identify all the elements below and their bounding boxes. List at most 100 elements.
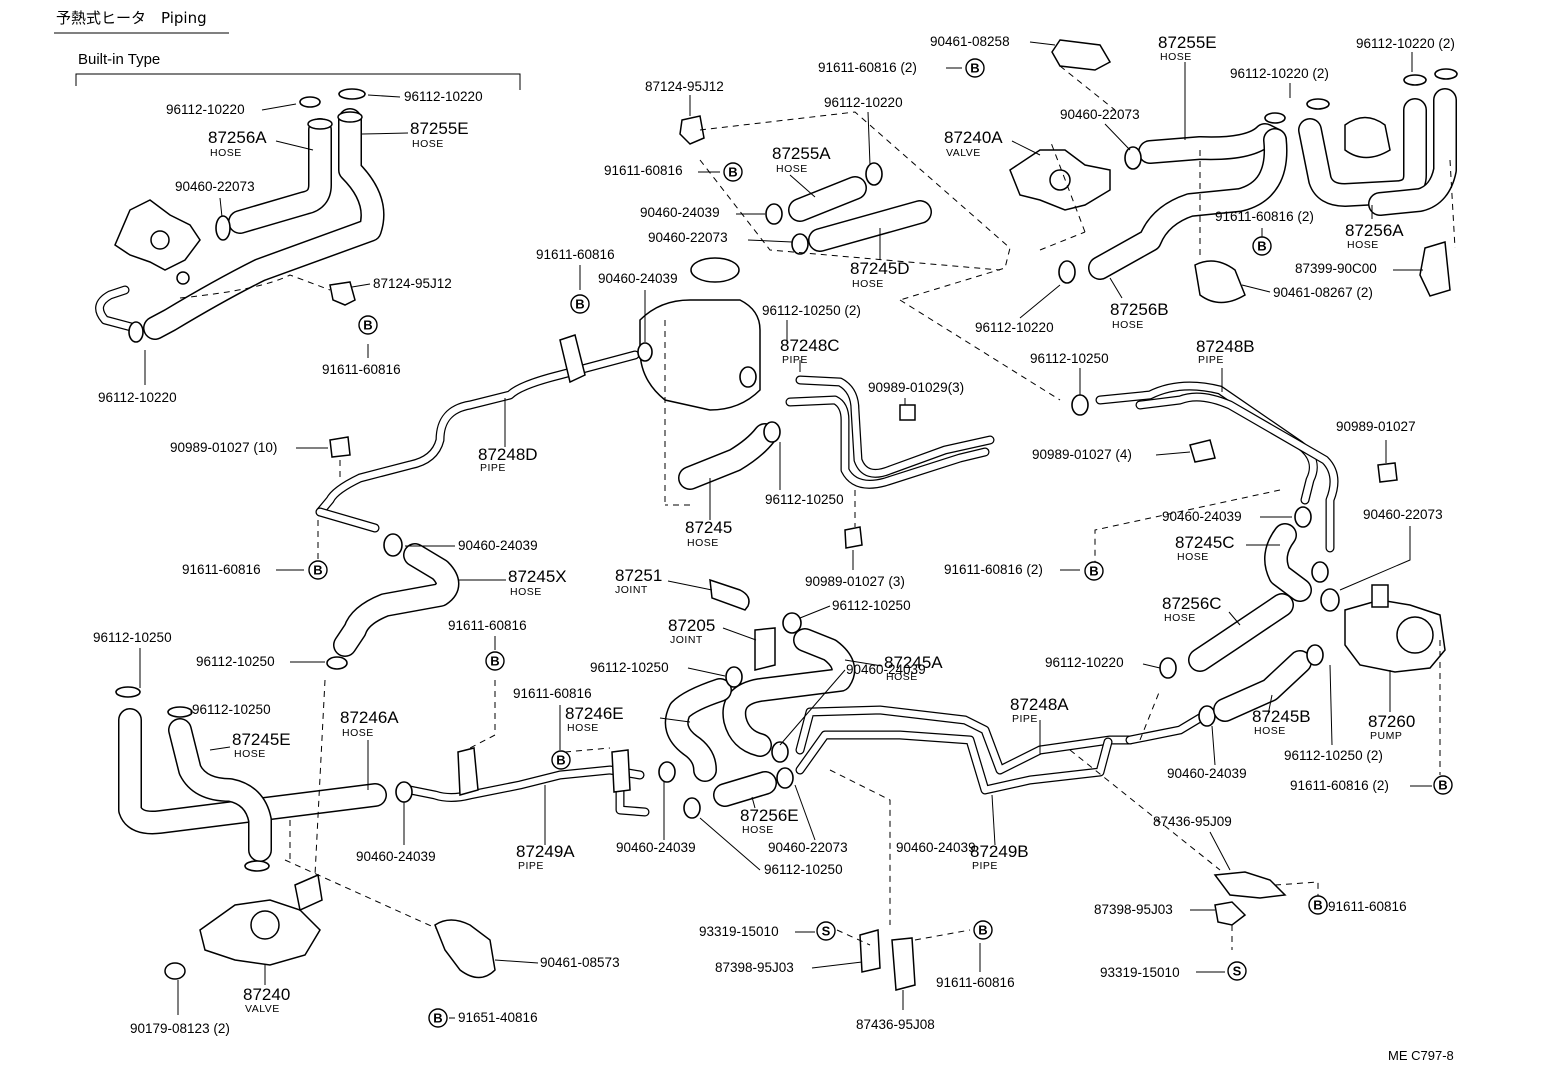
leader-line <box>261 103 297 111</box>
diagram-subtitle: Built-in Type <box>78 51 160 68</box>
reference-marker-s: S <box>1227 961 1247 981</box>
marker-letter: S <box>822 924 831 939</box>
leader-line <box>867 111 871 166</box>
part-type-label: HOSE <box>234 748 266 760</box>
part-type-label: HOSE <box>886 671 918 683</box>
leader-line <box>1339 526 1411 591</box>
part-number-label: 96112-10250 <box>1030 351 1109 366</box>
marker-circle <box>1252 236 1272 256</box>
clamp-90461-08573 <box>434 919 496 979</box>
clip-90989-01027-4 <box>1189 439 1216 463</box>
part-number-label: 87124-95J12 <box>373 276 452 291</box>
part-number-label: 87245E <box>232 730 291 749</box>
part-number-label: 87240A <box>944 128 1003 147</box>
marker-letter: B <box>556 753 565 768</box>
clamp-90460-24039 <box>765 203 783 225</box>
leader-line <box>367 94 401 98</box>
clamp-96112-10250 <box>115 686 141 698</box>
clamp-90461-08258 <box>1051 39 1112 71</box>
bracket-87398-95j03 <box>859 929 881 973</box>
clamp-96112-10250 <box>1306 644 1324 666</box>
joint-87251 <box>709 578 750 611</box>
center-pipe-assemblies <box>315 257 1398 553</box>
hose-end <box>337 111 363 123</box>
part-type-label: HOSE <box>1347 239 1379 251</box>
part-number-label: 87256E <box>740 806 799 825</box>
marker-circle <box>1227 961 1247 981</box>
reference-marker-b: B <box>965 58 985 78</box>
marker-letter: S <box>1233 964 1242 979</box>
clamp-96112-10220 <box>338 88 366 100</box>
leader-line <box>991 794 996 846</box>
part-number-label: 90460-24039 <box>458 538 538 553</box>
reference-marker-b: B <box>308 560 328 580</box>
part-number-label: 87255A <box>772 144 831 163</box>
part-number-label: 90460-24039 <box>598 271 678 286</box>
marker-circle <box>428 1008 448 1028</box>
leader-line <box>811 961 863 969</box>
part-type-label: JOINT <box>670 634 703 646</box>
part-number-label: 96112-10250 <box>192 702 271 717</box>
leader-line <box>1104 123 1131 151</box>
marker-letter: B <box>1313 898 1322 913</box>
hose-end <box>307 118 333 130</box>
part-type-label: PIPE <box>1012 713 1038 725</box>
part-number-label: 96112-10250 <box>764 862 843 877</box>
pipe-87248d <box>315 350 640 517</box>
leader-line <box>687 667 726 677</box>
left-lower-hose-group <box>115 436 701 980</box>
part-number-label: 90460-24039 <box>1162 509 1242 524</box>
part-number-label: 87260 <box>1368 712 1415 731</box>
marker-circle <box>965 58 985 78</box>
part-number-label: 87240 <box>243 985 290 1004</box>
part-number-label: 90460-24039 <box>1167 766 1247 781</box>
part-number-label: 87205 <box>668 616 715 635</box>
reference-marker-b: B <box>1252 236 1272 256</box>
pipe-bracket-87249a-2 <box>611 749 631 793</box>
part-number-label: 96112-10220 <box>404 89 483 104</box>
reference-marker-s: S <box>816 921 836 941</box>
leader-line <box>794 784 816 841</box>
leader-line <box>275 140 314 151</box>
part-type-label: VALVE <box>946 147 981 159</box>
clamp-96112-10250 <box>326 656 348 670</box>
clamp-90460-22073 <box>1124 146 1142 170</box>
part-type-label: HOSE <box>742 824 774 836</box>
leader-line <box>1211 725 1216 766</box>
part-number-label: 90179-08123 (2) <box>130 1021 230 1036</box>
marker-circle <box>1433 775 1453 795</box>
clamp-96112-10250 <box>763 421 781 443</box>
part-number-label: 87245B <box>1252 707 1311 726</box>
leader-line <box>219 197 223 218</box>
leader-line <box>779 669 846 746</box>
marker-circle <box>570 294 590 314</box>
part-number-label: 87245C <box>1175 533 1235 552</box>
part-number-label: 90989-01027 (4) <box>1032 447 1132 462</box>
leader-line <box>1155 451 1191 456</box>
part-number-label: 87248B <box>1196 337 1255 356</box>
part-number-label: 96112-10220 <box>166 102 245 117</box>
part-number-label: 87398-95J03 <box>715 960 794 975</box>
reference-marker-b: B <box>723 162 743 182</box>
leader-line <box>351 283 371 288</box>
part-number-label: 96112-10220 <box>975 320 1054 335</box>
leader-line <box>789 174 816 198</box>
part-type-label: PIPE <box>1198 354 1224 366</box>
leader-line <box>751 796 756 809</box>
part-number-label: 87255E <box>1158 33 1217 52</box>
reference-marker-b: B <box>551 750 571 770</box>
part-type-label: HOSE <box>687 537 719 549</box>
part-type-label: HOSE <box>567 722 599 734</box>
part-number-label: 87436-95J09 <box>1153 814 1232 829</box>
part-type-label: VALVE <box>245 1003 280 1015</box>
marker-circle <box>358 315 378 335</box>
part-type-label: PIPE <box>518 860 544 872</box>
marker-letter: B <box>1089 564 1098 579</box>
marker-letter: B <box>363 318 372 333</box>
part-type-label: HOSE <box>776 163 808 175</box>
leader-line <box>747 239 793 243</box>
clamp-96112-10250 <box>167 706 193 718</box>
part-number-label: 90989-01027 <box>1336 419 1416 434</box>
part-number-label: 90989-01027 (3) <box>805 574 905 589</box>
